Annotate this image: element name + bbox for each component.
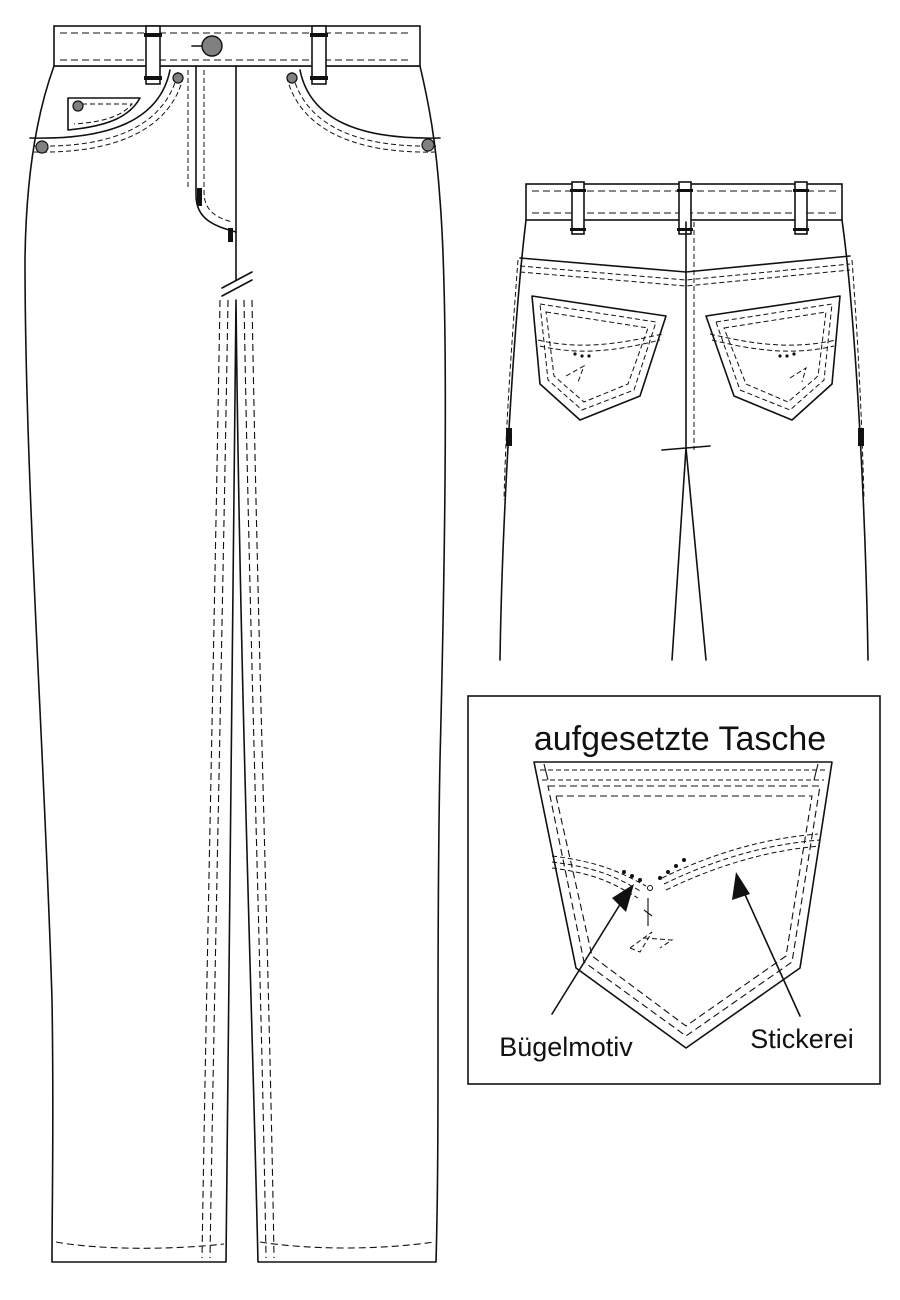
waistband-button-icon xyxy=(201,35,223,57)
rivet-icon xyxy=(286,72,298,84)
back-pocket-left xyxy=(531,295,667,421)
callout-arrow-embroidery xyxy=(732,872,801,1017)
embroidery-motif xyxy=(551,833,821,899)
belt-loop-right xyxy=(310,25,328,85)
fly-stitching xyxy=(203,70,233,223)
patch-pocket xyxy=(533,761,833,1049)
jeans-front-view xyxy=(24,25,447,1263)
front-pocket-right xyxy=(299,69,441,139)
back-yoke xyxy=(519,255,851,273)
coin-pocket xyxy=(67,97,141,131)
jeans-back-view xyxy=(499,181,869,661)
callout-label-iron-on: Bügelmotiv xyxy=(499,1032,633,1062)
callout-label-embroidery: Stickerei xyxy=(750,1024,854,1054)
pocket-detail-box: aufgesetzte Tasche xyxy=(467,695,881,1085)
right-inseam-stitching xyxy=(243,299,267,1259)
right-hem-stitching xyxy=(259,1241,435,1249)
callout-arrow-iron-on xyxy=(551,884,634,1015)
detail-title: aufgesetzte Tasche xyxy=(534,720,826,758)
waistband-stitching xyxy=(60,32,412,61)
back-pocket-right xyxy=(705,295,841,421)
front-pocket-left xyxy=(29,69,171,139)
rivet-icon xyxy=(421,138,435,152)
belt-loop-left xyxy=(144,25,162,85)
rivet-icon xyxy=(35,140,49,154)
left-inseam-stitching xyxy=(209,299,229,1259)
rivet-icon xyxy=(172,72,184,84)
left-hem-stitching xyxy=(55,1241,225,1249)
fly-outline xyxy=(195,65,237,233)
front-outline xyxy=(24,65,447,1263)
back-belt-loops xyxy=(570,181,809,235)
iron-on-motif xyxy=(628,898,674,953)
